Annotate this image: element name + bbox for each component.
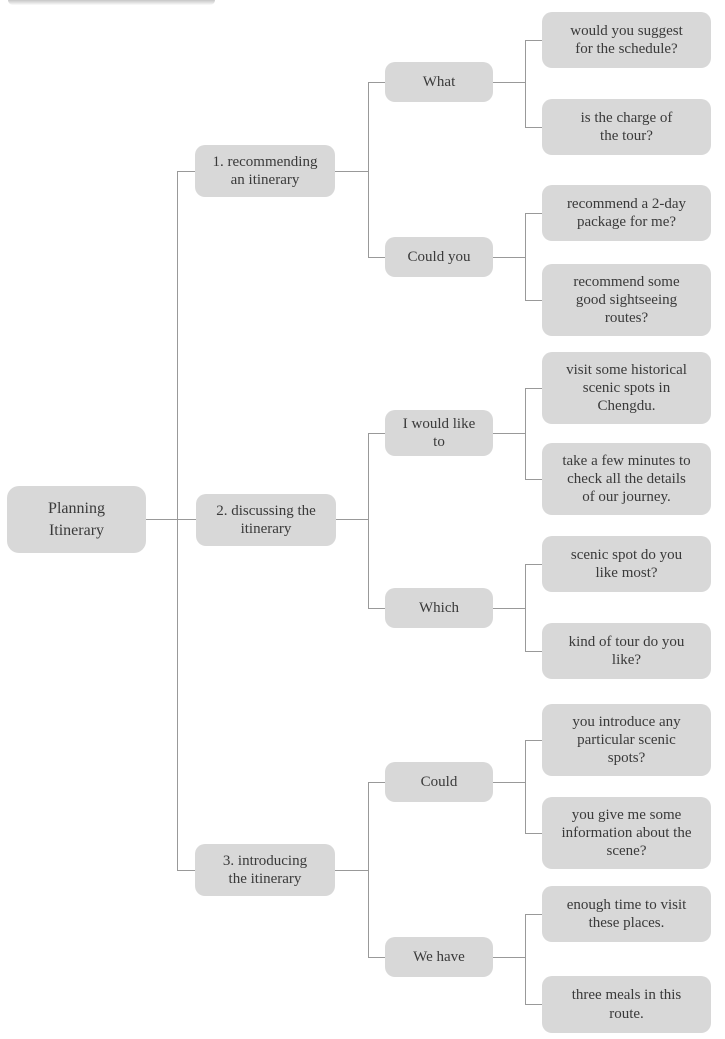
connector-leaf-stub (525, 651, 542, 652)
node-label: would you suggest for the schedule? (570, 22, 683, 57)
node-label: What (422, 73, 456, 90)
node-group-could-you: Could you (385, 237, 493, 277)
node-label: you introduce any particular scenic spot… (572, 713, 681, 767)
node-label: you give me some information about the s… (561, 806, 692, 860)
node-branch-3-introducing: 3. introducing the itinerary (195, 844, 335, 896)
node-leaf-kind-of-tour: kind of tour do you like? (542, 623, 711, 679)
node-leaf-information-about-scene: you give me some information about the s… (542, 797, 711, 869)
connector-section1-vertical (368, 82, 369, 257)
node-group-we-have: We have (385, 937, 493, 977)
node-leaf-suggest-schedule: would you suggest for the schedule? (542, 12, 711, 68)
node-leaf-historical-spots-chengdu: visit some historical scenic spots in Ch… (542, 352, 711, 424)
connector-trunk-vertical (177, 171, 178, 870)
node-label: 1. recommending an itinerary (212, 153, 318, 188)
node-label: Planning Itinerary (48, 499, 105, 539)
connector-section2-vertical (368, 433, 369, 608)
node-leaf-scenic-spot-like-most: scenic spot do you like most? (542, 536, 711, 592)
node-leaf-introduce-scenic-spots: you introduce any particular scenic spot… (542, 704, 711, 776)
connector-leaf-stub (525, 914, 542, 915)
connector-leaf-stub (525, 833, 542, 834)
connector-leaf-stub (525, 740, 542, 741)
connector-leafpair3-vertical (525, 388, 526, 479)
node-group-i-would-like-to: I would like to (385, 410, 493, 456)
node-branch-2-discussing: 2. discussing the itinerary (196, 494, 336, 546)
node-label: three meals in this route. (571, 987, 682, 1022)
connector-leaf-stub (525, 40, 542, 41)
connector-section3-vertical (368, 782, 369, 957)
node-label: scenic spot do you like most? (570, 546, 683, 581)
node-leaf-enough-time-places: enough time to visit these places. (542, 886, 711, 942)
connector-leaf-stub (525, 213, 542, 214)
node-label: Could you (407, 248, 471, 265)
connector-leafpair1-vertical (525, 40, 526, 127)
node-label: recommend some good sightseeing routes? (573, 273, 680, 327)
node-branch-1-recommending: 1. recommending an itinerary (195, 145, 335, 197)
cropped-box-remnant (8, 0, 215, 5)
node-label: 3. introducing the itinerary (222, 852, 308, 887)
connector-leaf-stub (525, 300, 542, 301)
connector-leaf-stub (525, 1004, 542, 1005)
node-label: Could (420, 773, 458, 790)
node-group-what: What (385, 62, 493, 102)
node-leaf-2day-package: recommend a 2-day package for me? (542, 185, 711, 241)
node-label: is the charge of the tour? (580, 109, 673, 144)
node-label: enough time to visit these places. (566, 896, 687, 931)
node-label: take a few minutes to check all the deta… (562, 452, 691, 506)
connector-leaf-stub (525, 127, 542, 128)
node-label: kind of tour do you like? (568, 633, 685, 668)
node-leaf-sightseeing-routes: recommend some good sightseeing routes? (542, 264, 711, 336)
node-root-planning-itinerary: Planning Itinerary (7, 486, 146, 553)
node-label: visit some historical scenic spots in Ch… (566, 361, 687, 415)
connector-leaf-stub (525, 388, 542, 389)
node-label: I would like to (402, 415, 476, 450)
connector-leafpair4-vertical (525, 564, 526, 651)
connector-leaf-stub (525, 479, 542, 480)
node-group-which: Which (385, 588, 493, 628)
connector-leaf-stub (525, 564, 542, 565)
node-leaf-three-meals-route: three meals in this route. (542, 976, 711, 1033)
node-leaf-charge-of-tour: is the charge of the tour? (542, 99, 711, 155)
node-label: Which (419, 599, 459, 616)
node-group-could: Could (385, 762, 493, 802)
connector-leafpair5-vertical (525, 740, 526, 833)
node-leaf-check-details-journey: take a few minutes to check all the deta… (542, 443, 711, 515)
connector-leafpair2-vertical (525, 213, 526, 300)
node-label: 2. discussing the itinerary (216, 502, 316, 537)
node-label: We have (413, 948, 465, 965)
node-label: recommend a 2-day package for me? (566, 195, 687, 230)
connector-leafpair6-vertical (525, 914, 526, 1004)
